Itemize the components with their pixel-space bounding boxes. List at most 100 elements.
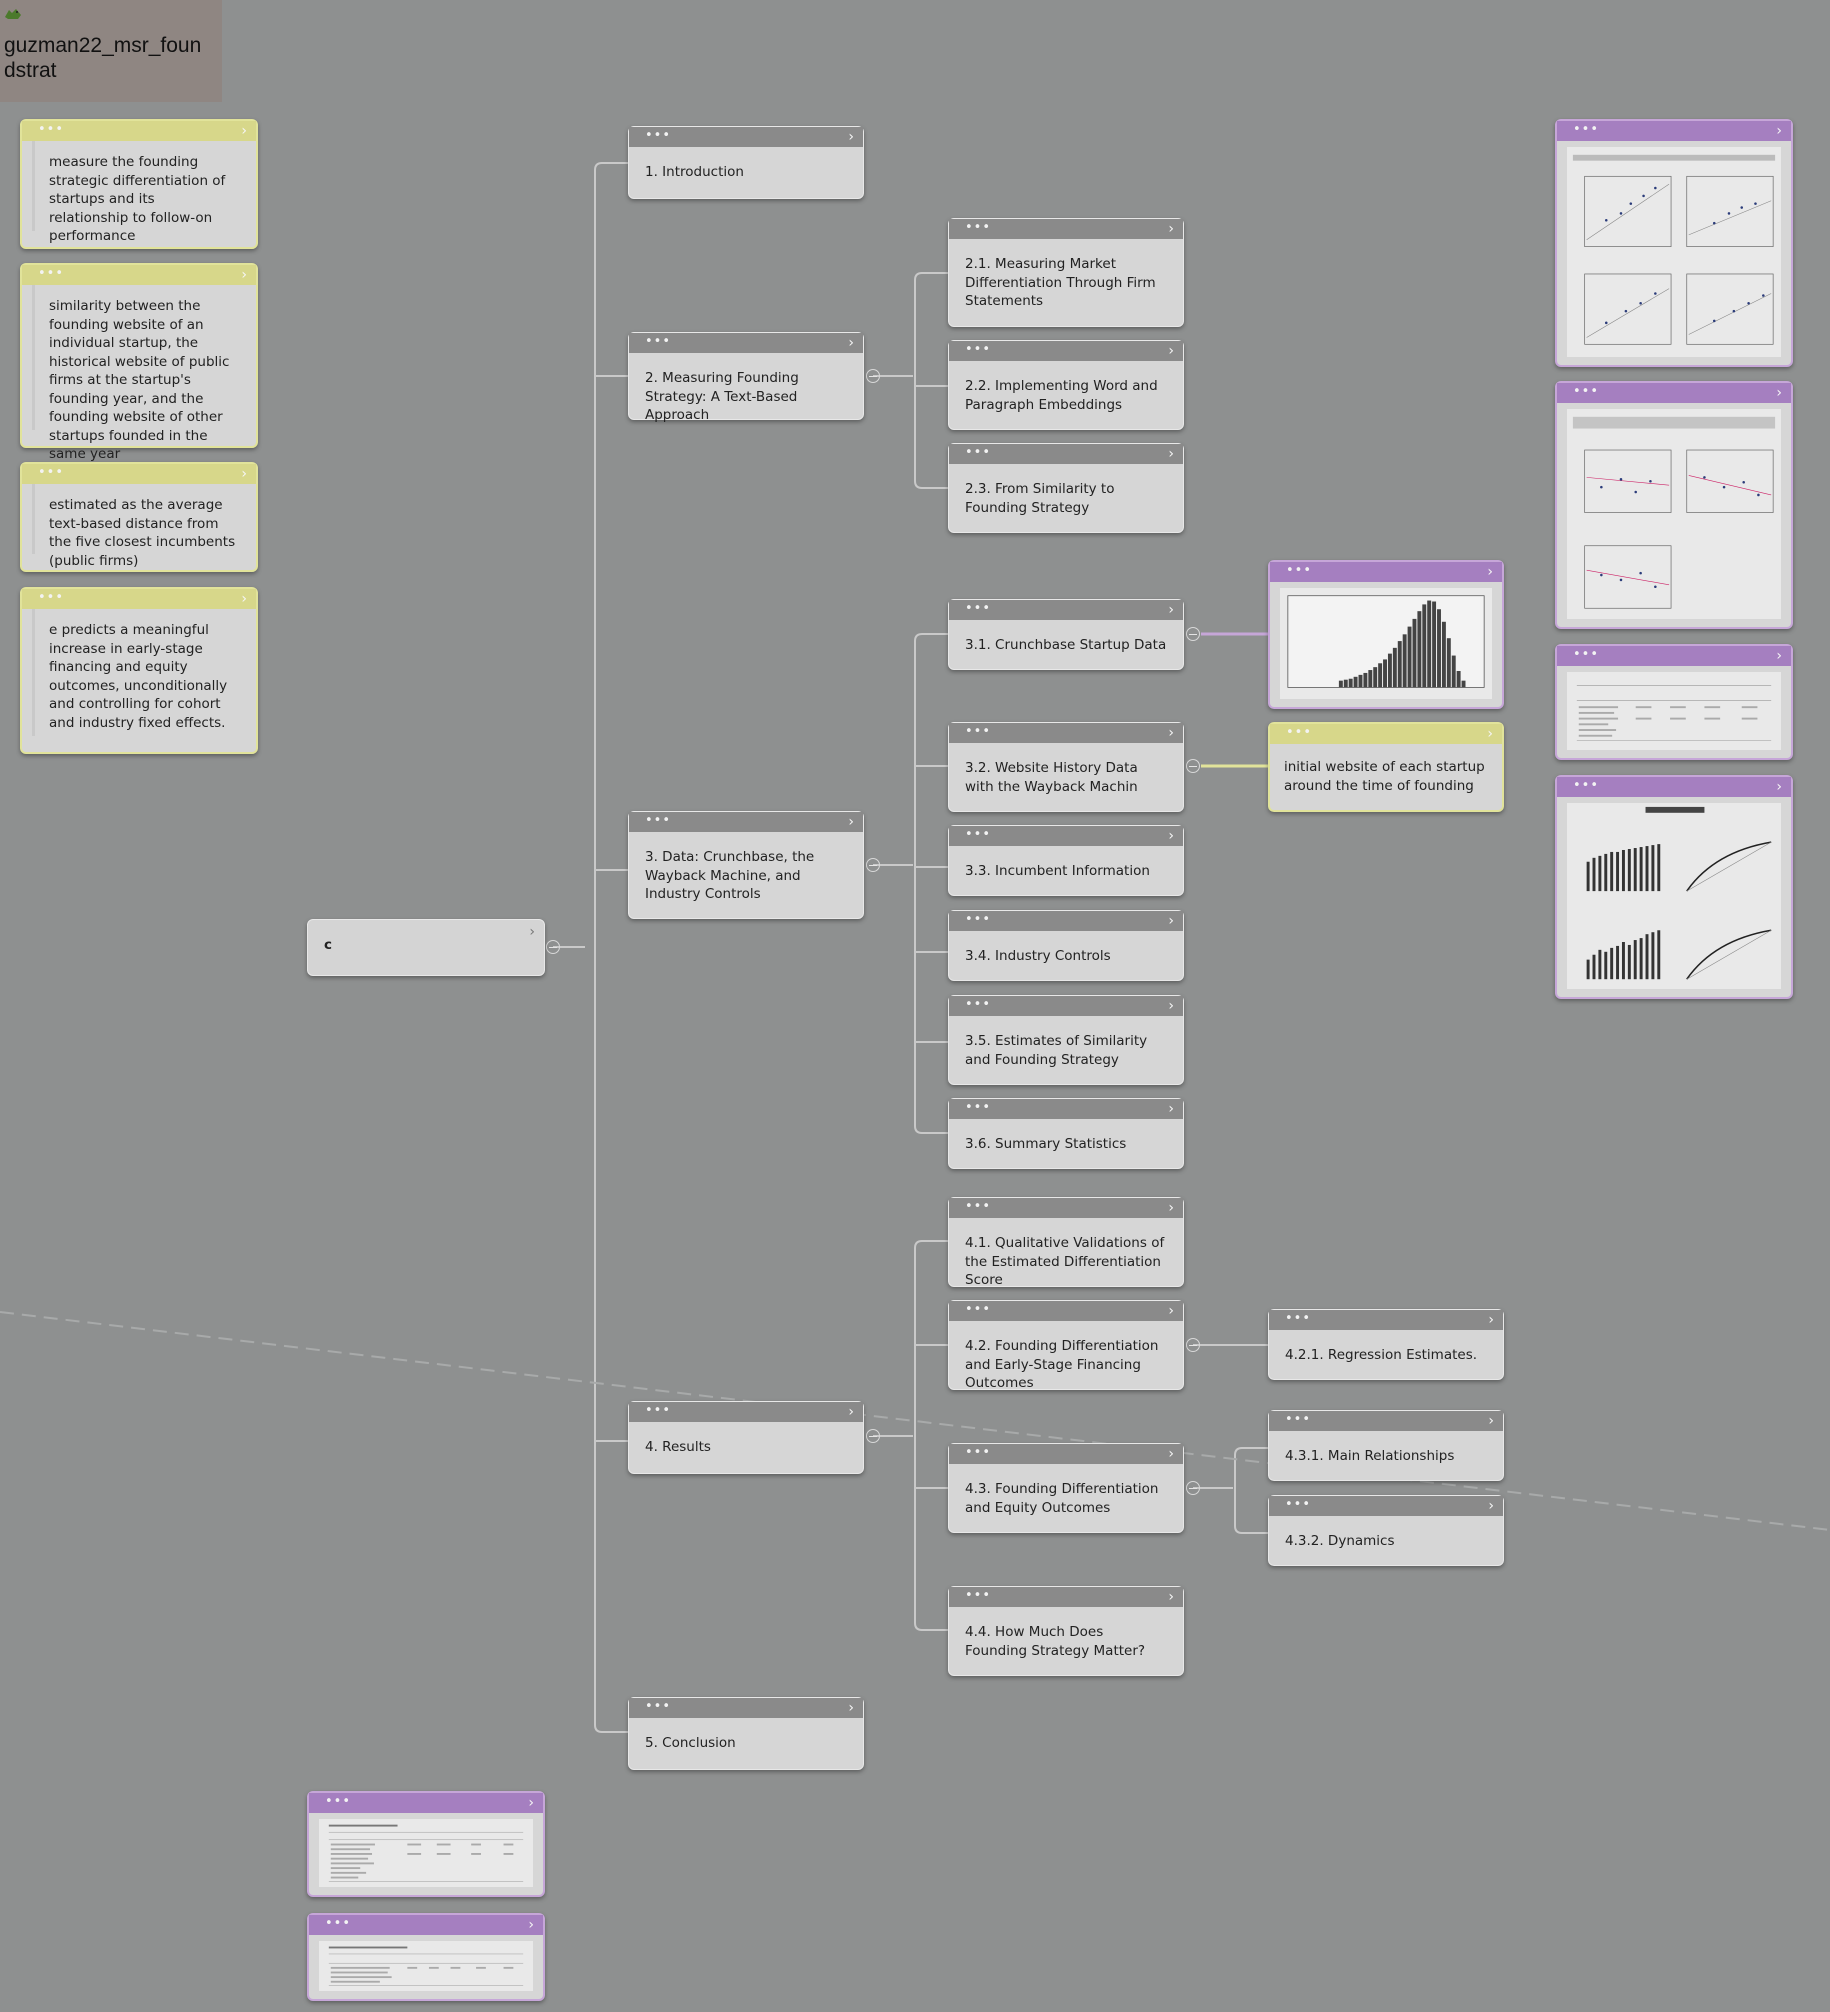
more-dots-icon[interactable]: ••• <box>1286 563 1313 578</box>
chevron-right-icon[interactable]: › <box>1168 1446 1174 1462</box>
subsection-node-4-4[interactable]: •••› 4.4. How Much Does Founding Strateg… <box>948 1586 1184 1676</box>
chevron-right-icon[interactable]: › <box>529 924 535 940</box>
subsubsection-node-4-2-1[interactable]: •••› 4.2.1. Regression Estimates. <box>1268 1309 1504 1380</box>
more-dots-icon[interactable]: ••• <box>965 997 992 1012</box>
website-note-card[interactable]: •••› initial website of each startup aro… <box>1268 722 1504 812</box>
subsection-node-4-2[interactable]: •••› 4.2. Founding Differentiation and E… <box>948 1300 1184 1391</box>
subsection-node-4-3[interactable]: •••› 4.3. Founding Differentiation and E… <box>948 1443 1184 1533</box>
chevron-right-icon[interactable]: › <box>241 267 247 283</box>
chevron-right-icon[interactable]: › <box>1168 1303 1174 1319</box>
more-dots-icon[interactable]: ••• <box>965 1302 992 1317</box>
more-dots-icon[interactable]: ••• <box>1573 122 1600 137</box>
more-dots-icon[interactable]: ••• <box>1573 384 1600 399</box>
chevron-right-icon[interactable]: › <box>1776 385 1782 401</box>
chevron-right-icon[interactable]: › <box>1776 123 1782 139</box>
subsection-node-3-2[interactable]: •••› 3.2. Website History Data with the … <box>948 722 1184 812</box>
note-card[interactable]: •••› e predicts a meaningful increase in… <box>20 587 258 754</box>
chevron-right-icon[interactable]: › <box>241 591 247 607</box>
more-dots-icon[interactable]: ••• <box>965 827 992 842</box>
regression-table-image-card[interactable]: ••• › <box>1555 644 1793 760</box>
more-dots-icon[interactable]: ••• <box>645 128 672 143</box>
chevron-right-icon[interactable]: › <box>848 1404 854 1420</box>
more-dots-icon[interactable]: ••• <box>965 601 992 616</box>
chevron-right-icon[interactable]: › <box>848 129 854 145</box>
chevron-right-icon[interactable]: › <box>1168 1589 1174 1605</box>
chevron-right-icon[interactable]: › <box>1168 221 1174 237</box>
more-dots-icon[interactable]: ••• <box>965 1100 992 1115</box>
equity-outcomes-image-card[interactable]: ••• › <box>1555 381 1793 629</box>
chevron-right-icon[interactable]: › <box>1168 1200 1174 1216</box>
more-dots-icon[interactable]: ••• <box>1285 1497 1312 1512</box>
chevron-right-icon[interactable]: › <box>241 123 247 139</box>
more-dots-icon[interactable]: ••• <box>325 1794 352 1809</box>
chevron-right-icon[interactable]: › <box>1487 726 1493 742</box>
more-dots-icon[interactable]: ••• <box>1573 778 1600 793</box>
chevron-right-icon[interactable]: › <box>1168 343 1174 359</box>
more-dots-icon[interactable]: ••• <box>38 266 65 281</box>
more-dots-icon[interactable]: ••• <box>1573 647 1600 662</box>
chevron-right-icon[interactable]: › <box>848 335 854 351</box>
note-card[interactable]: •••› similarity between the founding web… <box>20 263 258 462</box>
more-dots-icon[interactable]: ••• <box>965 445 992 460</box>
chevron-right-icon[interactable]: › <box>1488 1312 1494 1328</box>
section-node-3[interactable]: •••› 3. Data: Crunchbase, the Wayback Ma… <box>628 811 864 919</box>
section-node-1[interactable]: •••› 1. Introduction <box>628 126 864 199</box>
more-dots-icon[interactable]: ••• <box>38 465 65 480</box>
more-dots-icon[interactable]: ••• <box>965 1199 992 1214</box>
section-node-4[interactable]: •••› 4. Results <box>628 1401 864 1474</box>
chevron-right-icon[interactable]: › <box>848 1700 854 1716</box>
more-dots-icon[interactable]: ••• <box>965 1445 992 1460</box>
section-4-collapse-toggle[interactable] <box>866 1429 880 1443</box>
subsection-node-3-5[interactable]: •••› 3.5. Estimates of Similarity and Fo… <box>948 995 1184 1085</box>
more-dots-icon[interactable]: ••• <box>38 122 65 137</box>
more-dots-icon[interactable]: ••• <box>965 1588 992 1603</box>
more-dots-icon[interactable]: ••• <box>1286 725 1313 740</box>
more-dots-icon[interactable]: ••• <box>38 590 65 605</box>
binned-scatterplots-image-card[interactable]: ••• › <box>1555 119 1793 367</box>
section-node-5[interactable]: •••› 5. Conclusion <box>628 1697 864 1770</box>
subsubsection-node-4-3-2[interactable]: •••› 4.3.2. Dynamics <box>1268 1495 1504 1566</box>
subsection-4-3-collapse-toggle[interactable] <box>1186 1481 1200 1495</box>
more-dots-icon[interactable]: ••• <box>1285 1311 1312 1326</box>
subsubsection-node-4-3-1[interactable]: •••› 4.3.1. Main Relationships <box>1268 1410 1504 1481</box>
chevron-right-icon[interactable]: › <box>1168 1101 1174 1117</box>
summary-table-image-card[interactable]: ••• › <box>307 1791 545 1897</box>
subsection-node-2-2[interactable]: •••› 2.2. Implementing Word and Paragrap… <box>948 340 1184 430</box>
chevron-right-icon[interactable]: › <box>1168 828 1174 844</box>
section-2-collapse-toggle[interactable] <box>866 369 880 383</box>
more-dots-icon[interactable]: ••• <box>965 724 992 739</box>
subsection-node-3-6[interactable]: •••› 3.6. Summary Statistics <box>948 1098 1184 1169</box>
more-dots-icon[interactable]: ••• <box>645 334 672 349</box>
chevron-right-icon[interactable]: › <box>1776 648 1782 664</box>
more-dots-icon[interactable]: ••• <box>645 1403 672 1418</box>
more-dots-icon[interactable]: ••• <box>1285 1412 1312 1427</box>
root-node[interactable]: › c <box>307 919 545 976</box>
chevron-right-icon[interactable]: › <box>1168 913 1174 929</box>
word-embeddings-image-card[interactable]: •••› <box>1555 775 1793 999</box>
subsection-node-2-1[interactable]: •••› 2.1. Measuring Market Differentiati… <box>948 218 1184 327</box>
root-collapse-toggle[interactable] <box>546 940 560 954</box>
chevron-right-icon[interactable]: › <box>241 466 247 482</box>
document-tag[interactable]: guzman22_msr_foun dstrat <box>0 0 222 102</box>
more-dots-icon[interactable]: ••• <box>965 912 992 927</box>
subsection-node-3-1[interactable]: •••› 3.1. Crunchbase Startup Data <box>948 599 1184 670</box>
subsection-node-3-3[interactable]: •••› 3.3. Incumbent Information <box>948 825 1184 896</box>
subsection-node-2-3[interactable]: •••› 2.3. From Similarity to Founding St… <box>948 443 1184 533</box>
subsection-node-3-4[interactable]: •••› 3.4. Industry Controls <box>948 910 1184 981</box>
note-card[interactable]: •••› estimated as the average text-based… <box>20 462 258 572</box>
chevron-right-icon[interactable]: › <box>1168 446 1174 462</box>
section-3-collapse-toggle[interactable] <box>866 858 880 872</box>
more-dots-icon[interactable]: ••• <box>645 813 672 828</box>
more-dots-icon[interactable]: ••• <box>325 1916 352 1931</box>
chevron-right-icon[interactable]: › <box>1168 602 1174 618</box>
chevron-right-icon[interactable]: › <box>1168 725 1174 741</box>
chevron-right-icon[interactable]: › <box>1488 1413 1494 1429</box>
subsection-4-2-collapse-toggle[interactable] <box>1186 1338 1200 1352</box>
more-dots-icon[interactable]: ••• <box>965 220 992 235</box>
summary-table-image-card[interactable]: •••› <box>307 1913 545 2001</box>
note-card[interactable]: •••› measure the founding strategic diff… <box>20 119 258 249</box>
section-node-2[interactable]: •••› 2. Measuring Founding Strategy: A T… <box>628 332 864 423</box>
chevron-right-icon[interactable]: › <box>528 1795 534 1811</box>
subsection-node-4-1[interactable]: •••› 4.1. Qualitative Validations of the… <box>948 1197 1184 1288</box>
subsection-3-1-collapse-toggle[interactable] <box>1186 627 1200 641</box>
